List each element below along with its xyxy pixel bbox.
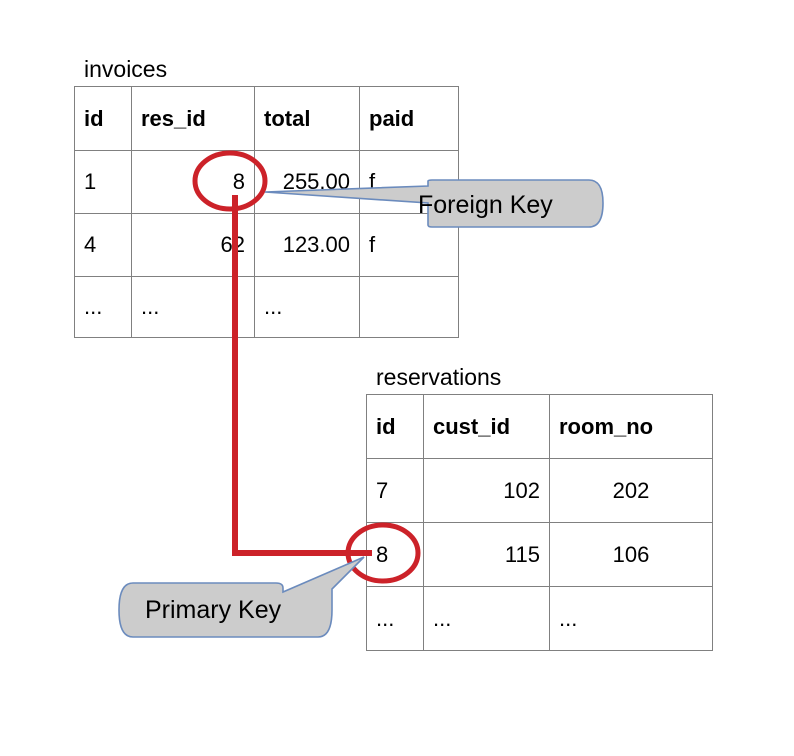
reservations-table-caption: reservations: [376, 364, 502, 390]
foreign-key-highlight-ellipse: [192, 150, 268, 212]
foreign-key-callout-label: Foreign Key: [418, 191, 553, 219]
table-row: 4 62 123.00 f: [74, 213, 459, 277]
cell-id: 7: [366, 458, 424, 523]
table-row-ellipsis: ... ... ...: [74, 276, 459, 338]
column-header-res-id: res_id: [131, 86, 255, 151]
column-header-room-no: room_no: [549, 394, 713, 459]
table-row: 7 102 202: [366, 458, 713, 523]
primary-key-callout-label: Primary Key: [145, 596, 282, 624]
cell-id: ...: [366, 586, 424, 651]
cell-total: 255.00: [254, 150, 360, 214]
foreign-key-relation-line: [232, 195, 372, 556]
column-header-paid: paid: [359, 86, 459, 151]
cell-room-no: 106: [549, 522, 713, 587]
primary-key-callout-bubble: [118, 556, 365, 638]
foreign-key-callout-bubble: [264, 179, 604, 228]
table-header-row: id cust_id room_no: [366, 394, 713, 459]
cell-room-no: ...: [549, 586, 713, 651]
primary-key-highlight-ellipse: [345, 522, 421, 584]
cell-id: ...: [74, 276, 132, 338]
cell-id: 1: [74, 150, 132, 214]
column-header-id: id: [366, 394, 424, 459]
cell-id: 8: [366, 522, 424, 587]
cell-total: ...: [254, 276, 360, 338]
cell-id: 4: [74, 213, 132, 277]
cell-cust-id: 115: [423, 522, 550, 587]
table-row: 8 115 106: [366, 522, 713, 587]
column-header-total: total: [254, 86, 360, 151]
reservations-table: id cust_id room_no 7 102 202 8 115 106 .…: [366, 394, 713, 651]
column-header-id: id: [74, 86, 132, 151]
cell-total: 123.00: [254, 213, 360, 277]
table-row-ellipsis: ... ... ...: [366, 586, 713, 651]
invoices-table-caption: invoices: [84, 56, 168, 82]
cell-cust-id: ...: [423, 586, 550, 651]
cell-room-no: 202: [549, 458, 713, 523]
column-header-cust-id: cust_id: [423, 394, 550, 459]
cell-cust-id: 102: [423, 458, 550, 523]
cell-paid: [359, 276, 459, 338]
invoices-table: id res_id total paid 1 8 255.00 f 4 62 1…: [74, 86, 459, 338]
table-header-row: id res_id total paid: [74, 86, 459, 151]
